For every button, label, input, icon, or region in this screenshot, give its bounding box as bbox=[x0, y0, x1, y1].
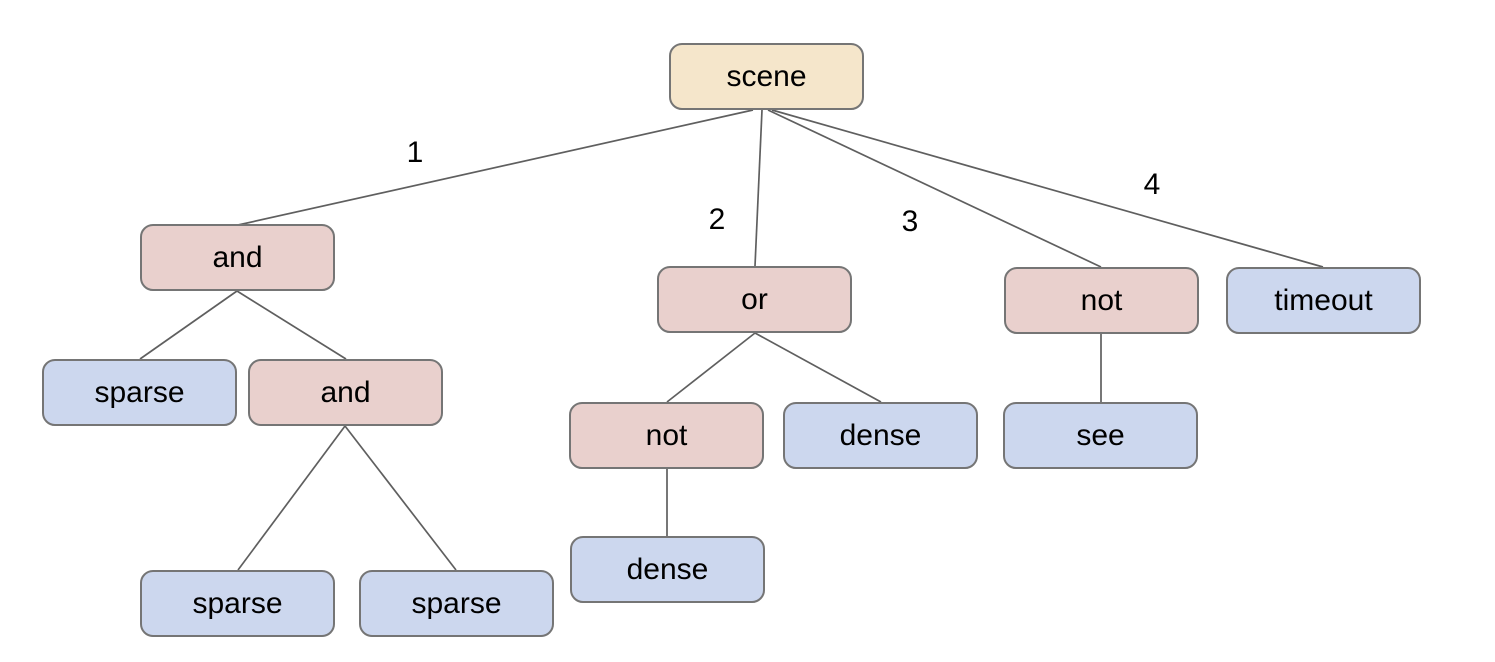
edge-scene-or bbox=[754, 109, 763, 267]
node-and-inner: and bbox=[248, 359, 443, 426]
node-not-under-or: not bbox=[569, 402, 764, 469]
node-sparse-bottom-2: sparse bbox=[359, 570, 554, 637]
node-dense-bottom: dense bbox=[570, 536, 765, 603]
edge-and2-sparse2 bbox=[344, 425, 457, 571]
edge-or-dense bbox=[754, 332, 882, 403]
edge-label-1: 1 bbox=[407, 136, 424, 169]
edge-and-and bbox=[236, 290, 347, 360]
edge-and2-sparse1 bbox=[237, 425, 346, 571]
edge-label-4: 4 bbox=[1144, 168, 1161, 201]
node-not-branch3: not bbox=[1004, 267, 1199, 334]
node-scene: scene bbox=[669, 43, 864, 110]
node-and-top: and bbox=[140, 224, 335, 291]
edge-label-2: 2 bbox=[709, 203, 726, 236]
node-see: see bbox=[1003, 402, 1198, 469]
node-sparse-bottom-1: sparse bbox=[140, 570, 335, 637]
edge-label-3: 3 bbox=[902, 205, 919, 238]
edge-scene-not bbox=[767, 109, 1102, 268]
node-sparse-left: sparse bbox=[42, 359, 237, 426]
edge-scene-timeout bbox=[771, 109, 1324, 268]
node-or: or bbox=[657, 266, 852, 333]
edge-scene-and bbox=[237, 109, 754, 226]
node-timeout: timeout bbox=[1226, 267, 1421, 334]
node-dense-right: dense bbox=[783, 402, 978, 469]
edge-and-sparse bbox=[139, 290, 238, 360]
edge-or-not bbox=[666, 332, 756, 403]
